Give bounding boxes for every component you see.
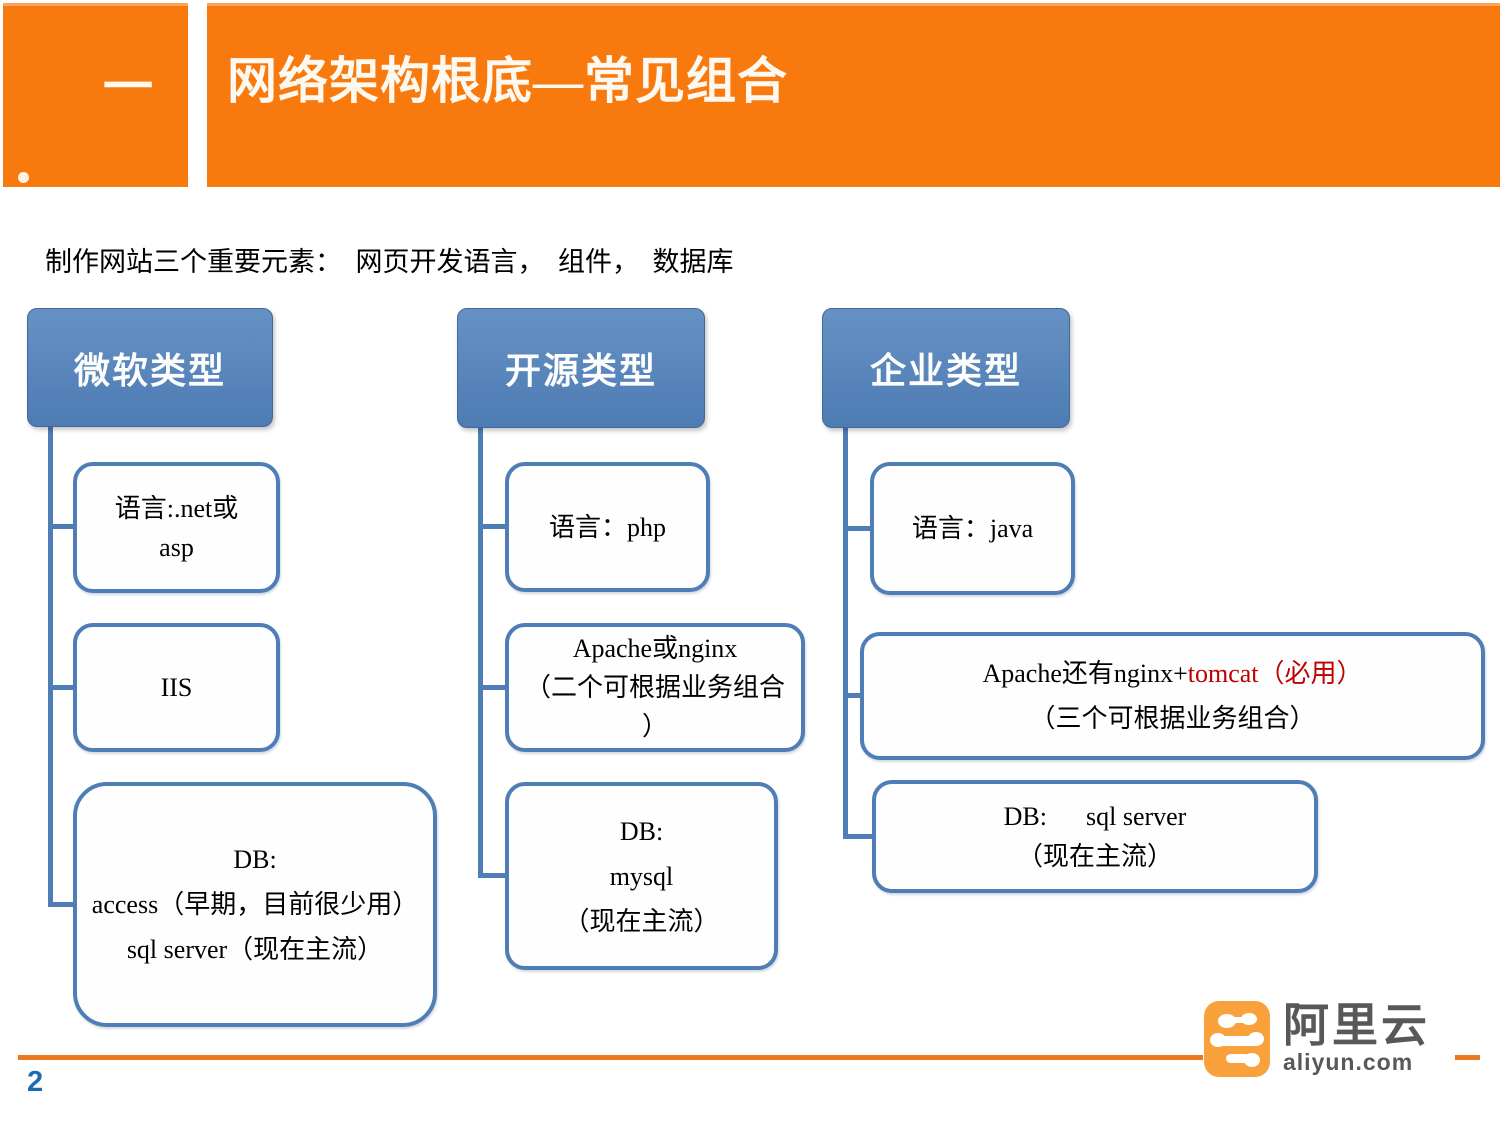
connector-stub bbox=[843, 693, 862, 698]
node-line: DB: bbox=[619, 816, 664, 846]
node-enterprise-webserver: Apache还有nginx+tomcat（必用） （三个可根据业务组合） bbox=[860, 632, 1485, 760]
intro-text: 制作网站三个重要元素： 网页开发语言， 组件， 数据库 bbox=[45, 247, 734, 277]
connector-vertical-col3 bbox=[843, 428, 848, 838]
node-line: mysql bbox=[609, 861, 674, 891]
section-number: 一 bbox=[103, 59, 153, 115]
node-line: （现在主流） bbox=[563, 906, 720, 936]
aliyun-logo-text: 阿里云 aliyun.com bbox=[1283, 1000, 1430, 1074]
corner-dot bbox=[18, 172, 29, 183]
node-line: 语言：java bbox=[911, 514, 1034, 543]
connector-stub bbox=[48, 685, 75, 690]
connector-vertical-col1 bbox=[48, 427, 53, 905]
node-opensource-webserver: Apache或nginx （二个可根据业务组合 ） bbox=[505, 623, 805, 752]
node-line: DB: bbox=[233, 845, 277, 874]
node-line: （现在主流） bbox=[1016, 841, 1173, 871]
logo-text-cn: 阿里云 bbox=[1283, 999, 1430, 1051]
node-enterprise-db: DB: sql server （现在主流） bbox=[872, 780, 1318, 893]
node-line: （三个可根据业务组合） bbox=[1029, 704, 1316, 733]
logo-text-en: aliyun.com bbox=[1283, 1049, 1414, 1075]
node-line: Apache或nginx bbox=[572, 634, 738, 663]
node-line-red-part: tomcat（必用） bbox=[1187, 659, 1363, 688]
connector-stub bbox=[48, 902, 75, 907]
connector-vertical-col2 bbox=[478, 428, 483, 878]
column-microsoft-header: 微软类型 bbox=[27, 308, 273, 427]
node-enterprise-language: 语言：java bbox=[870, 462, 1075, 595]
node-microsoft-db: DB: access（早期，目前很少用） sql server（现在主流） bbox=[73, 782, 437, 1027]
node-line-black-part: Apache还有nginx+ bbox=[982, 659, 1188, 688]
node-line: IIS bbox=[160, 673, 193, 702]
connector-stub bbox=[478, 873, 507, 878]
aliyun-logo: 阿里云 aliyun.com bbox=[1203, 1000, 1455, 1088]
connector-stub bbox=[843, 834, 874, 839]
footer-divider-line bbox=[18, 1055, 1480, 1060]
connector-stub bbox=[48, 524, 75, 529]
node-microsoft-language: 语言:.net或 asp bbox=[73, 462, 280, 593]
header-bar: 网络架构根底—常见组合 bbox=[207, 3, 1500, 187]
node-line: ） bbox=[641, 712, 668, 741]
connector-stub bbox=[478, 685, 507, 690]
page-title: 网络架构根底—常见组合 bbox=[227, 53, 788, 109]
connector-stub bbox=[843, 526, 872, 531]
node-line: DB: sql server bbox=[1003, 801, 1187, 831]
node-opensource-language: 语言：php bbox=[505, 462, 710, 592]
node-line: 语言:.net或 bbox=[114, 493, 239, 523]
column-enterprise-header: 企业类型 bbox=[822, 308, 1070, 428]
connector-stub bbox=[478, 524, 507, 529]
node-line: sql server（现在主流） bbox=[126, 935, 384, 964]
node-line: asp bbox=[159, 532, 194, 562]
page-number: 2 bbox=[27, 1066, 44, 1098]
node-line: access（早期，目前很少用） bbox=[91, 890, 419, 919]
node-microsoft-iis: IIS bbox=[73, 623, 280, 752]
aliyun-cloud-icon bbox=[1204, 1001, 1270, 1077]
node-line: 语言：php bbox=[548, 512, 666, 542]
column-opensource-header: 开源类型 bbox=[457, 308, 705, 428]
node-line: （二个可根据业务组合 bbox=[524, 673, 785, 702]
node-opensource-db: DB: mysql （现在主流） bbox=[505, 782, 778, 970]
node-line: Apache还有nginx+tomcat（必用） bbox=[982, 651, 1362, 696]
header-section-block: 一 bbox=[3, 3, 188, 187]
